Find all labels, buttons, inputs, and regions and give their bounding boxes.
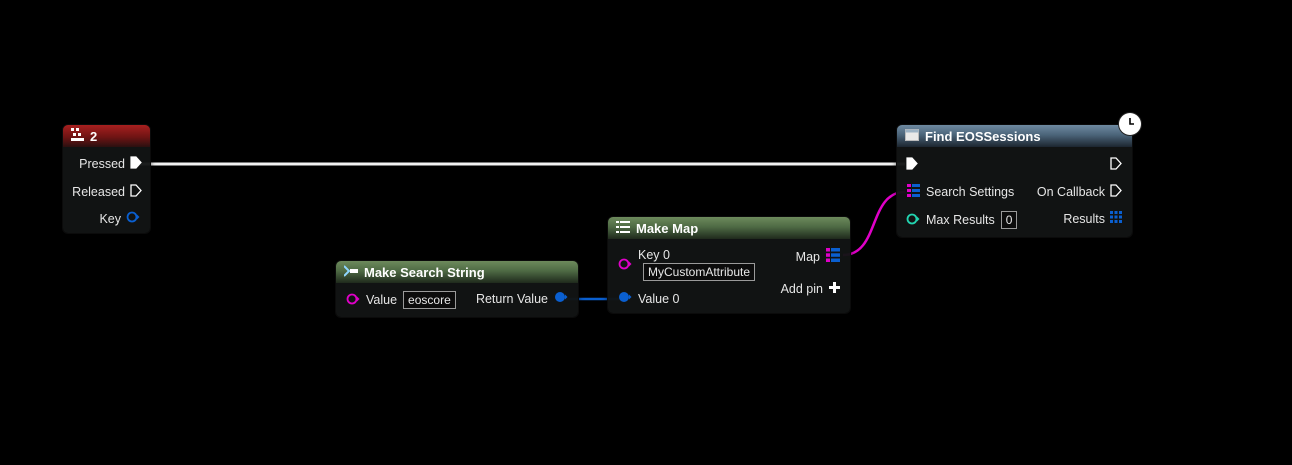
- pressed-label: Pressed: [79, 157, 125, 171]
- map-node-icon: [616, 220, 630, 236]
- value0-pin-row[interactable]: Value 0: [618, 291, 679, 306]
- on-callback-pin-row[interactable]: On Callback: [1037, 184, 1122, 200]
- released-pin-row[interactable]: Released: [72, 184, 142, 200]
- map-wire[interactable]: [842, 190, 906, 257]
- find-eos-sessions-header[interactable]: Find EOSSessions: [897, 125, 1132, 147]
- search-settings-label: Search Settings: [926, 185, 1015, 199]
- function-icon: [905, 128, 919, 144]
- delegate-exec-pin-icon[interactable]: [1110, 184, 1122, 200]
- add-pin-label: Add pin: [780, 282, 823, 296]
- key-event-title: 2: [90, 128, 98, 144]
- on-callback-label: On Callback: [1036, 185, 1105, 199]
- return-value-label: Return Value: [475, 291, 548, 306]
- string-pin-icon[interactable]: [618, 258, 632, 273]
- max-results-input[interactable]: 0: [1000, 211, 1018, 229]
- array-pin-icon[interactable]: [1110, 211, 1122, 226]
- make-map-header[interactable]: Make Map: [608, 217, 850, 239]
- key0-input[interactable]: MyCustomAttribute: [643, 263, 756, 281]
- int-pin-icon[interactable]: [906, 213, 920, 228]
- key0-pin-row[interactable]: Key 0 MyCustomAttribute: [618, 248, 756, 281]
- keyboard-icon: [71, 128, 84, 144]
- make-map-node[interactable]: Make Map Key 0 MyCustomAttribute Map Add…: [608, 217, 850, 313]
- search-settings-pin-row[interactable]: Search Settings: [907, 184, 1014, 200]
- exec-in-pin-row[interactable]: [906, 157, 918, 173]
- map-pin-icon[interactable]: [907, 184, 920, 200]
- max-results-pin-row[interactable]: Max Results 0: [906, 211, 1018, 229]
- make-map-title: Make Map: [636, 220, 699, 236]
- find-eos-sessions-title: Find EOSSessions: [925, 128, 1041, 144]
- make-search-string-node[interactable]: Make Search String Value eoscore Return …: [336, 261, 578, 317]
- key-event-header[interactable]: 2: [63, 125, 150, 147]
- pure-function-icon: [343, 264, 358, 280]
- struct-filled-pin-icon[interactable]: [618, 291, 632, 306]
- map-label: Map: [795, 249, 820, 264]
- exec-pin-filled-icon[interactable]: [130, 156, 142, 172]
- find-eos-sessions-node[interactable]: Find EOSSessions Search Settings On Call…: [897, 125, 1132, 237]
- string-in-pin-icon[interactable]: [346, 293, 360, 308]
- latent-clock-icon: [1119, 113, 1141, 135]
- struct-out-pin-icon[interactable]: [554, 291, 568, 306]
- results-label: Results: [1063, 211, 1105, 226]
- max-results-label: Max Results: [926, 213, 995, 227]
- add-pin-row[interactable]: Add pin: [781, 282, 840, 296]
- exec-out-pin-row[interactable]: [1110, 157, 1122, 173]
- map-out-pin-row[interactable]: Map: [796, 248, 840, 265]
- make-search-string-title: Make Search String: [364, 264, 485, 280]
- value-pin-row[interactable]: Value eoscore: [346, 291, 456, 309]
- released-label: Released: [72, 185, 125, 199]
- exec-out-pin-icon[interactable]: [1110, 157, 1122, 173]
- value-input[interactable]: eoscore: [403, 291, 456, 309]
- return-value-pin-row[interactable]: Return Value: [476, 291, 568, 306]
- map-out-pin-icon[interactable]: [826, 248, 840, 265]
- value-label: Value: [366, 293, 398, 307]
- key-pin-row[interactable]: Key: [99, 211, 140, 226]
- plus-icon[interactable]: [829, 282, 840, 296]
- key0-label: Key 0: [638, 248, 670, 262]
- key-label: Key: [99, 211, 121, 226]
- struct-pin-icon[interactable]: [126, 211, 140, 226]
- pressed-pin-row[interactable]: Pressed: [79, 156, 142, 172]
- key-event-node[interactable]: 2 Pressed Released Key: [63, 125, 150, 233]
- exec-in-pin-filled-icon[interactable]: [906, 157, 918, 173]
- results-pin-row[interactable]: Results: [1063, 211, 1122, 226]
- make-search-string-header[interactable]: Make Search String: [336, 261, 578, 283]
- value0-label: Value 0: [638, 291, 680, 306]
- exec-pin-icon[interactable]: [130, 184, 142, 200]
